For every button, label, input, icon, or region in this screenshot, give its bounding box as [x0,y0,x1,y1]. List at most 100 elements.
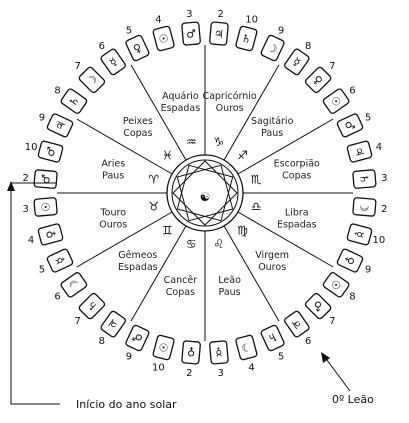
card-frame [352,169,377,189]
card-20: ♂ [125,324,150,352]
card-number: 9 [126,352,132,363]
card-frame [100,310,126,338]
card-number: 4 [248,362,254,373]
card-frame [209,340,229,365]
card-31: ☽ [78,66,106,94]
division-line [76,118,173,175]
center-emblem: ☯ [166,154,244,232]
card-24: ☿ [46,248,74,273]
card-number: 10 [245,15,258,26]
planet-icon: ☉ [157,31,170,46]
card-10: ☿ [346,223,373,246]
card-number: 10 [25,142,38,153]
segment-labels: CapricórnioOuros♑SagitárioPaus♐Escorpião… [99,91,320,298]
card-8: ♄ [352,169,377,189]
division-lines [11,45,353,341]
card-frame [235,334,258,361]
planet-icon: ♂ [186,27,197,41]
card-number: 3 [186,9,192,20]
card-frame [346,140,373,163]
card-22: ♄ [78,292,106,320]
zero-leo-annotation: 0º Leão [321,352,374,406]
card-35: ♂ [181,21,201,46]
center-square-b [176,164,234,222]
card-frame [235,25,258,52]
planet-icon: ☿ [215,345,223,359]
division-line [237,118,334,175]
segment-suit-label: Ouros [258,262,286,273]
card-frame [78,292,106,320]
card-number: 7 [329,61,335,72]
card-number: 4 [376,142,382,153]
zodiac-symbol-icon: ♋ [186,237,197,251]
card-frame [60,88,88,114]
planet-icon: ♃ [213,27,224,41]
card-34: ☉ [152,25,175,52]
card-frame [260,324,285,352]
division-line [130,225,187,322]
zodiac-symbol-icon: ♉ [148,200,159,214]
planet-icon: ♄ [240,31,253,46]
card-frame [181,21,201,46]
card-number: 9 [278,25,284,36]
segment-sign-label: Cancêr [164,275,198,286]
solar-year-pointer [10,183,60,405]
card-number: 6 [54,292,60,303]
card-number: 2 [23,173,29,184]
division-line [76,211,173,268]
planet-icon: ♂ [43,145,58,158]
segment-suit-label: Paus [261,128,283,139]
segment-suit-label: Copas [123,128,152,139]
card-12: ☉ [322,272,350,298]
card-frame [260,34,285,62]
division-line [223,64,280,161]
segment-sign-label: Leão [218,275,241,286]
division-line [237,211,334,268]
card-number: 5 [126,25,132,36]
card-6: ♂ [336,113,364,138]
card-frame [37,223,64,246]
segment-sign-label: Libra [285,208,309,219]
division-line [130,64,187,161]
card-28: ♂ [37,140,64,163]
card-frame [209,21,229,46]
segment-sign-label: Capricórnio [202,91,256,102]
segment-sign-label: Aquário [162,91,199,102]
planet-icon: ♃ [351,145,366,158]
card-14: ♃ [284,310,310,338]
card-frame [304,292,332,320]
planet-icon: ☉ [157,339,170,354]
zero-leo-pointer [323,355,351,392]
card-30: ♄ [60,88,88,114]
card-27: ♂ [33,169,58,189]
zero-leo-label: 0º Leão [332,393,374,406]
card-frame [152,334,175,361]
yin-yang-icon: ☯ [200,190,211,204]
card-26: ☉ [33,197,58,217]
center-inner-circle [171,159,239,227]
card-1: ♄ [235,25,258,52]
zodiac-symbol-icon: ♐ [237,149,248,163]
planet-icon: ☉ [39,201,53,212]
card-32: ☿ [100,48,126,76]
card-number: 6 [305,336,311,347]
solar-year-label: Início do ano solar [76,398,177,411]
zodiac-symbol-icon: ♌ [213,237,224,251]
card-19: ☉ [152,334,175,361]
zodiac-symbol-icon: ♓ [162,149,173,163]
card-frame [78,66,106,94]
card-13: ♂ [304,292,332,320]
division-line [223,225,280,322]
card-frame [46,248,74,273]
card-number: 8 [54,85,60,96]
card-number: 2 [218,9,224,20]
card-number: 5 [278,352,284,363]
segment-sign-label: Aries [101,158,125,169]
